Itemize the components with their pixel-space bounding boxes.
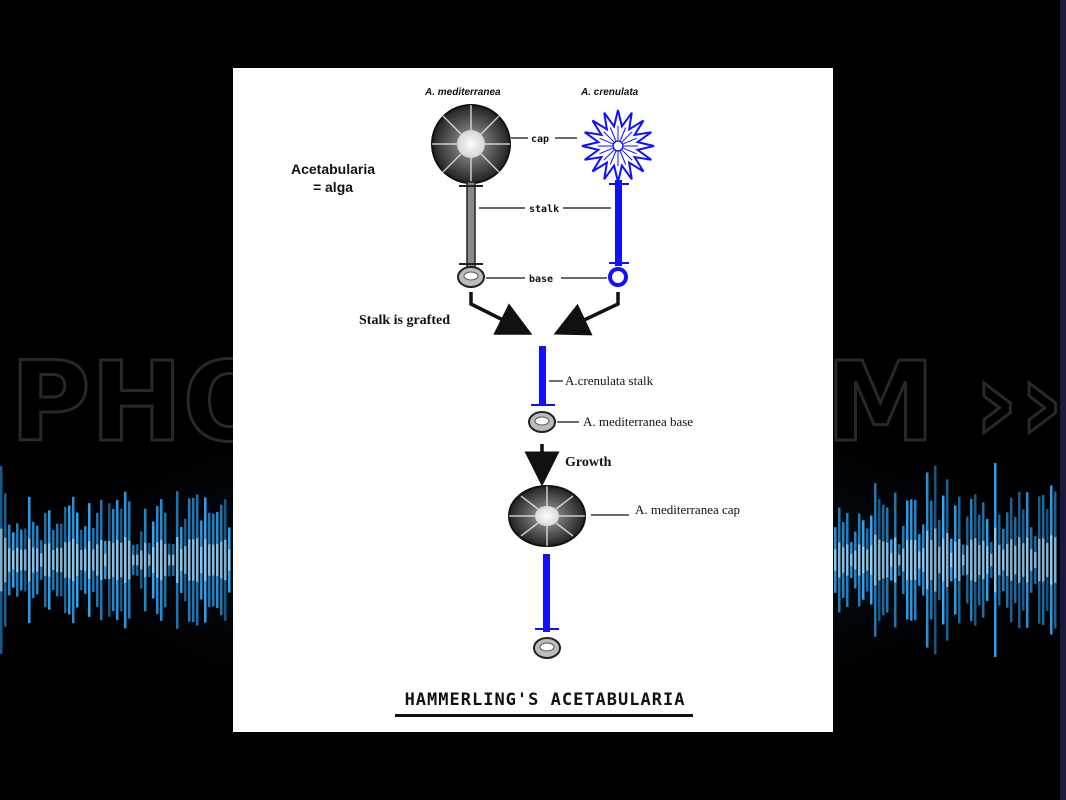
mediterranea-base-icon [457, 266, 485, 288]
diagram-panel: A. mediterranea A. crenulata [233, 68, 833, 732]
regenerated-cap-label: A. mediterranea cap [635, 502, 740, 517]
crenulata-stalk-icon [609, 180, 629, 266]
regenerated-base-icon [533, 637, 561, 659]
cap-label: cap [511, 134, 577, 145]
side-note: Acetabularia = alga [283, 160, 383, 196]
stalk-label-text: stalk [529, 204, 559, 215]
base-label: base [486, 274, 607, 285]
grafted-base-icon [528, 411, 556, 433]
title-underline [395, 714, 693, 717]
grafted-stalk-label: A.crenulata stalk [565, 373, 654, 388]
graft-arrow-right [553, 292, 620, 336]
stalk-label: stalk [479, 204, 611, 215]
growth-label: Growth [565, 455, 612, 470]
grafted-base-label: A. mediterranea base [583, 414, 693, 429]
diagram-title: HAMMERLING'S ACETABULARIA [404, 690, 686, 710]
species-header-crenulata: A. crenulata [580, 87, 639, 98]
mediterranea-cap-icon [431, 104, 511, 184]
sound-wave-right [834, 463, 1057, 657]
acetabularia-diagram: A. mediterranea A. crenulata [359, 87, 740, 659]
sound-wave-left [0, 466, 231, 654]
species-header-mediterranea: A. mediterranea [424, 87, 501, 98]
graft-arrow-left [469, 292, 533, 335]
crenulata-base-icon [608, 267, 628, 287]
regenerated-cap-icon [508, 485, 586, 547]
side-note-line1: Acetabularia [290, 161, 376, 177]
cap-label-text: cap [531, 134, 549, 145]
grafted-label: Stalk is grafted [359, 313, 450, 328]
mediterranea-stalk-icon [459, 181, 483, 268]
grafted-stalk-icon [531, 346, 555, 406]
regenerated-stalk-icon [535, 554, 559, 632]
base-label-text: base [529, 274, 553, 285]
crenulata-cap-icon [581, 109, 655, 183]
side-note-line2: = alga [312, 179, 354, 195]
